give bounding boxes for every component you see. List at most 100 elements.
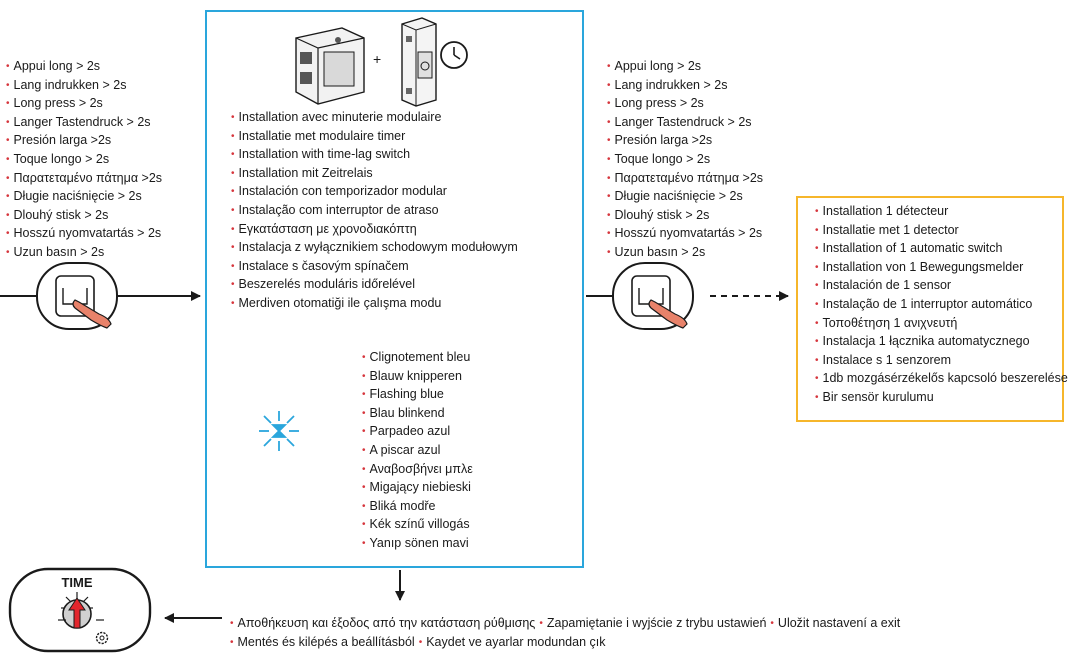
blink-item: •Parpadeo azul <box>362 423 473 442</box>
detector-item: •Installatie met 1 detector <box>815 222 1059 241</box>
blink-item: •Bliká modře <box>362 498 473 517</box>
bullet-icon: • <box>362 537 366 549</box>
bullet-icon: • <box>607 98 611 110</box>
installation-item-text: Instalace s časovým spínačem <box>238 258 409 273</box>
blink-item-text: Yanıp sönen mavi <box>369 535 469 550</box>
timer-relay-icon <box>401 17 437 107</box>
detector-item: •Installation 1 détecteur <box>815 203 1059 222</box>
long-press-item: •Παρατεταμένο πάτημα >2s <box>607 170 763 189</box>
bullet-icon: • <box>362 482 366 494</box>
long-press-item: •Long press > 2s <box>607 95 763 114</box>
plus-sign: + <box>373 51 381 67</box>
bullet-icon: • <box>815 261 819 273</box>
long-press-item: •Long press > 2s <box>6 95 162 114</box>
save-exit-phrase: Kaydet ve ayarlar modundan çık <box>426 634 606 649</box>
long-press-item: •Lang indrukken > 2s <box>6 77 162 96</box>
blink-item-text: Bliká modře <box>369 498 436 513</box>
installation-box <box>205 10 584 568</box>
detector-item: •Bir sensör kurulumu <box>815 389 1059 408</box>
long-press-item: •Dlouhý stisk > 2s <box>607 207 763 226</box>
push-button-icon <box>36 262 118 330</box>
long-press-item-text: Presión larga >2s <box>614 133 713 148</box>
long-press-item-text: Długie naciśnięcie > 2s <box>13 189 142 204</box>
detector-item-text: Instalace s 1 senzorem <box>822 352 952 367</box>
detector-item-text: Bir sensör kurulumu <box>822 389 934 404</box>
long-press-item: •Hosszú nyomvatartás > 2s <box>607 225 763 244</box>
bullet-icon: • <box>815 391 819 403</box>
blink-item-text: Kék színű villogás <box>369 517 470 532</box>
detector-item-text: Installation 1 détecteur <box>822 204 949 218</box>
time-label: TIME <box>61 575 92 590</box>
bullet-icon: • <box>6 98 10 110</box>
detector-item-text: 1db mozgásérzékelős kapcsoló beszerelése <box>822 371 1068 386</box>
bullet-icon: • <box>231 223 235 235</box>
long-press-item-text: Παρατεταμένο πάτημα >2s <box>614 170 764 185</box>
long-press-item-text: Lang indrukken > 2s <box>614 77 728 92</box>
bullet-icon: • <box>815 243 819 255</box>
installation-item-text: Merdiven otomatiği ile çalışma modu <box>238 295 442 310</box>
blink-item: •Migający niebieski <box>362 479 473 498</box>
detector-item-text: Τοποθέτηση 1 ανιχνευτή <box>822 315 958 330</box>
detector-item: •Instalación de 1 sensor <box>815 277 1059 296</box>
bullet-icon: • <box>6 116 10 128</box>
bullet-icon: • <box>607 191 611 203</box>
long-press-item-text: Hosszú nyomvatartás > 2s <box>13 226 162 241</box>
installation-item-text: Instalacja z wyłącznikiem schodowym modu… <box>238 240 518 255</box>
bullet-icon: • <box>6 191 10 203</box>
long-press-item: •Langer Tastendruck > 2s <box>6 114 162 133</box>
long-press-item: •Presión larga >2s <box>6 132 162 151</box>
bullet-icon: • <box>6 209 10 221</box>
save-exit-phrase: Mentés és kilépés a beállításból <box>237 634 415 649</box>
blink-item: •Clignotement bleu <box>362 349 473 368</box>
long-press-item-text: Langer Tastendruck > 2s <box>614 114 752 129</box>
detector-item-text: Installation von 1 Bewegungsmelder <box>822 259 1024 274</box>
long-press-item-text: Długie naciśnięcie > 2s <box>614 189 743 204</box>
installation-item: •Beszerelés moduláris időrelével <box>231 276 518 295</box>
blink-item-text: Flashing blue <box>369 387 444 402</box>
detector-item-text: Installation of 1 automatic switch <box>822 241 1003 256</box>
save-exit-line-1: •Αποθήκευση και έξοδος από την κατάσταση… <box>230 615 900 634</box>
save-exit-phrase: Αποθήκευση και έξοδος από την κατάσταση … <box>237 616 536 630</box>
bullet-icon: • <box>539 618 543 629</box>
clock-icon <box>440 41 468 69</box>
long-press-item-text: Dlouhý stisk > 2s <box>13 207 109 222</box>
long-press-item-text: Long press > 2s <box>13 96 103 111</box>
installation-item: •Instalación con temporizador modular <box>231 183 518 202</box>
save-exit-phrase: Zapamiętanie i wyjście z trybu ustawień <box>546 616 767 630</box>
bullet-icon: • <box>6 79 10 91</box>
blink-item-text: Migający niebieski <box>369 480 471 495</box>
blink-item: •Blau blinkend <box>362 405 473 424</box>
bullet-icon: • <box>607 116 611 128</box>
long-press-item-text: Presión larga >2s <box>13 133 112 148</box>
bullet-icon: • <box>815 317 819 329</box>
save-exit-text: •Αποθήκευση και έξοδος από την κατάσταση… <box>230 615 900 652</box>
bullet-icon: • <box>607 172 611 184</box>
bullet-icon: • <box>607 61 611 72</box>
bullet-icon: • <box>607 135 611 147</box>
bullet-icon: • <box>362 426 366 438</box>
bullet-icon: • <box>231 130 235 142</box>
bullet-icon: • <box>6 172 10 184</box>
long-press-item: •Langer Tastendruck > 2s <box>607 114 763 133</box>
installation-item: •Instalacja z wyłącznikiem schodowym mod… <box>231 239 518 258</box>
bullet-icon: • <box>231 112 235 123</box>
long-press-item: •Uzun basın > 2s <box>607 244 763 263</box>
long-press-item: •Παρατεταμένο πάτημα >2s <box>6 170 162 189</box>
installation-item: •Installation mit Zeitrelais <box>231 165 518 184</box>
long-press-item-text: Appui long > 2s <box>614 59 702 73</box>
bullet-icon: • <box>231 149 235 161</box>
bullet-icon: • <box>607 153 611 165</box>
long-press-item-text: Langer Tastendruck > 2s <box>13 114 151 129</box>
bullet-icon: • <box>362 500 366 512</box>
bullet-icon: • <box>231 186 235 198</box>
long-press-item-text: Lang indrukken > 2s <box>13 77 127 92</box>
detector-item: •1db mozgásérzékelős kapcsoló beszerelés… <box>815 370 1068 389</box>
long-press-item: •Lang indrukken > 2s <box>607 77 763 96</box>
bullet-icon: • <box>815 206 819 217</box>
bullet-icon: • <box>362 407 366 419</box>
detector-item: •Instalace s 1 senzorem <box>815 352 1059 371</box>
installation-item-text: Εγκατάσταση με χρονοδιακόπτη <box>238 221 417 236</box>
bullet-icon: • <box>6 135 10 147</box>
bullet-icon: • <box>230 618 234 629</box>
